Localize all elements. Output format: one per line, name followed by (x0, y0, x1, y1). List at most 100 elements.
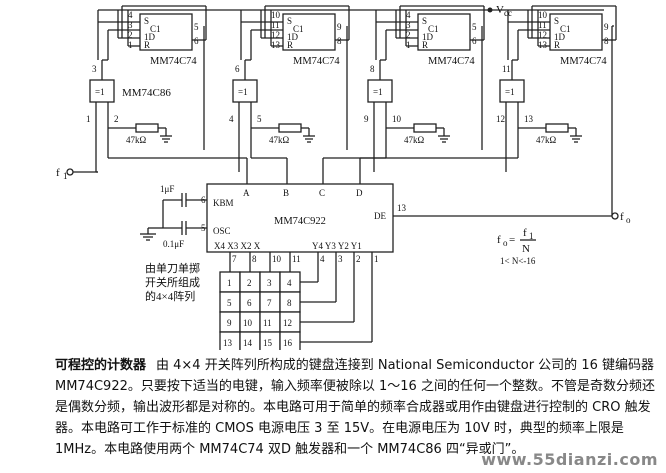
xor-pin-num: 3 (92, 64, 97, 74)
y-pin-number: 3 (338, 254, 343, 264)
xor-gate-label: =1 (373, 87, 383, 97)
xor-gate-label: =1 (95, 87, 105, 97)
encoder-output-a: A (243, 188, 250, 198)
ff-pin-num: 3 (406, 20, 411, 30)
xor-pin-num: 2 (114, 114, 119, 124)
input-subscript: 1 (63, 171, 68, 181)
keypad-key-label: 13 (223, 338, 233, 348)
encoder-chip: MM74C922 KBM OSC DE 13 6 5 X4 X3 X2 X Y4… (201, 183, 612, 253)
x-inputs-label: X4 X3 X2 X (214, 241, 261, 251)
ff-pin-num: 9 (337, 22, 342, 32)
y-pin-number: 2 (356, 254, 361, 264)
resistor-label: 47kΩ (536, 135, 557, 145)
x-pin-number: 8 (252, 254, 257, 264)
ff-chip-label: MM74C74 (150, 56, 197, 67)
formula-denominator: N (522, 243, 530, 255)
ff-chip-label: MM74C74 (428, 56, 475, 67)
keypad-key-label: 14 (243, 338, 253, 348)
ff-pin-c1: C1 (150, 24, 161, 34)
ff-pin-s: S (287, 16, 292, 26)
xor-pin-num: 13 (524, 114, 534, 124)
resistor-label: 47kΩ (126, 135, 147, 145)
xor-pin-num: 10 (392, 114, 402, 124)
ff-pin-num: 11 (271, 20, 280, 30)
ff-pin-num: 11 (538, 20, 547, 30)
xor-gate-label: =1 (505, 87, 515, 97)
keypad-key-label: 8 (287, 298, 292, 308)
keypad-label-3: 的4×4阵列 (145, 289, 195, 303)
flipflop-2 (282, 13, 336, 51)
ff-pin-s: S (144, 16, 149, 26)
keypad-key-label: 12 (283, 318, 292, 328)
vcc-subscript: cc (504, 8, 512, 18)
ff-pin-r: R (144, 40, 150, 50)
encoder-output-b: B (283, 188, 289, 198)
ff-pin-num: 8 (604, 36, 609, 46)
ff-chip-label: MM74C74 (293, 56, 340, 67)
cap1-label: 1μF (160, 184, 174, 194)
ff-pin-r: R (287, 40, 293, 50)
formula-numerator: f (523, 227, 527, 239)
keypad-key-label: 2 (247, 278, 252, 288)
ff-pin-num: 13 (538, 40, 548, 50)
kbm-pin-label: KBM (213, 198, 234, 208)
keypad-key-label: 9 (227, 318, 232, 328)
ff-pin-c1: C1 (560, 24, 571, 34)
pulldown-resistor (413, 123, 437, 133)
ff-pin-num: 3 (128, 20, 133, 30)
ff-pin-num: 5 (194, 22, 199, 32)
encoder-output-d: D (356, 188, 363, 198)
ff-pin-num: 9 (604, 22, 609, 32)
divisor-range: 1< N<-16 (500, 256, 536, 266)
ff-pin-r: R (422, 40, 428, 50)
keypad-key-label: 16 (283, 338, 293, 348)
ff-pin-num: 5 (472, 22, 477, 32)
ff-pin-num: 2 (128, 30, 133, 40)
vcc-label: V (496, 4, 504, 16)
formula-fo-sub: o (503, 238, 508, 248)
ff-pin-num: 10 (538, 10, 548, 20)
xor-pin-num: 6 (235, 64, 240, 74)
xor-pin-num: 12 (496, 114, 505, 124)
caption-heading: 可程控的计数器 (55, 358, 147, 373)
watermark: www.55dianzi.com (481, 450, 658, 469)
de-pin-label: DE (374, 211, 386, 221)
figure-caption: 可程控的计数器由 4×4 开关阵列所构成的键盘连接到 National Semi… (55, 355, 655, 460)
resistor-label: 47kΩ (269, 135, 290, 145)
cap2-label: 0.1μF (163, 239, 184, 249)
keypad-key-label: 6 (247, 298, 252, 308)
xor-chip-label: MM74C86 (122, 87, 171, 99)
xor-pin-num: 1 (86, 114, 91, 124)
ff-pin-num: 6 (194, 36, 199, 46)
y-inputs-label: Y4 Y3 Y2 Y1 (312, 241, 362, 251)
vcc-rail: V cc (98, 4, 604, 18)
formula-fo: f (497, 234, 501, 246)
keypad-label-1: 由单刀单掷 (145, 261, 200, 275)
ff-pin-num: 4 (128, 10, 133, 20)
keypad-key-label: 3 (267, 278, 272, 288)
ff-pin-num: 12 (538, 30, 547, 40)
ff-pin-s: S (554, 16, 559, 26)
pulldown-resistor (278, 123, 302, 133)
ff-pin-num: 10 (271, 10, 281, 20)
ff-pin-num: 12 (271, 30, 280, 40)
output-subscript: o (626, 215, 631, 225)
capacitors: 1μF 0.1μF (140, 184, 207, 249)
output-label: f (620, 211, 624, 223)
osc-pin-label: OSC (213, 226, 231, 236)
ff-pin-d: 1D (422, 32, 434, 42)
ff-pin-num: 6 (472, 36, 477, 46)
xor-pin-num: 9 (364, 114, 369, 124)
ff-pin-c1: C1 (293, 24, 304, 34)
pulldown-resistor (135, 123, 159, 133)
ff-pin-d: 1D (554, 32, 566, 42)
ff-chip-label: MM74C74 (560, 56, 607, 67)
keypad-key-label: 4 (287, 278, 292, 288)
ff-pin-num: 13 (271, 40, 281, 50)
